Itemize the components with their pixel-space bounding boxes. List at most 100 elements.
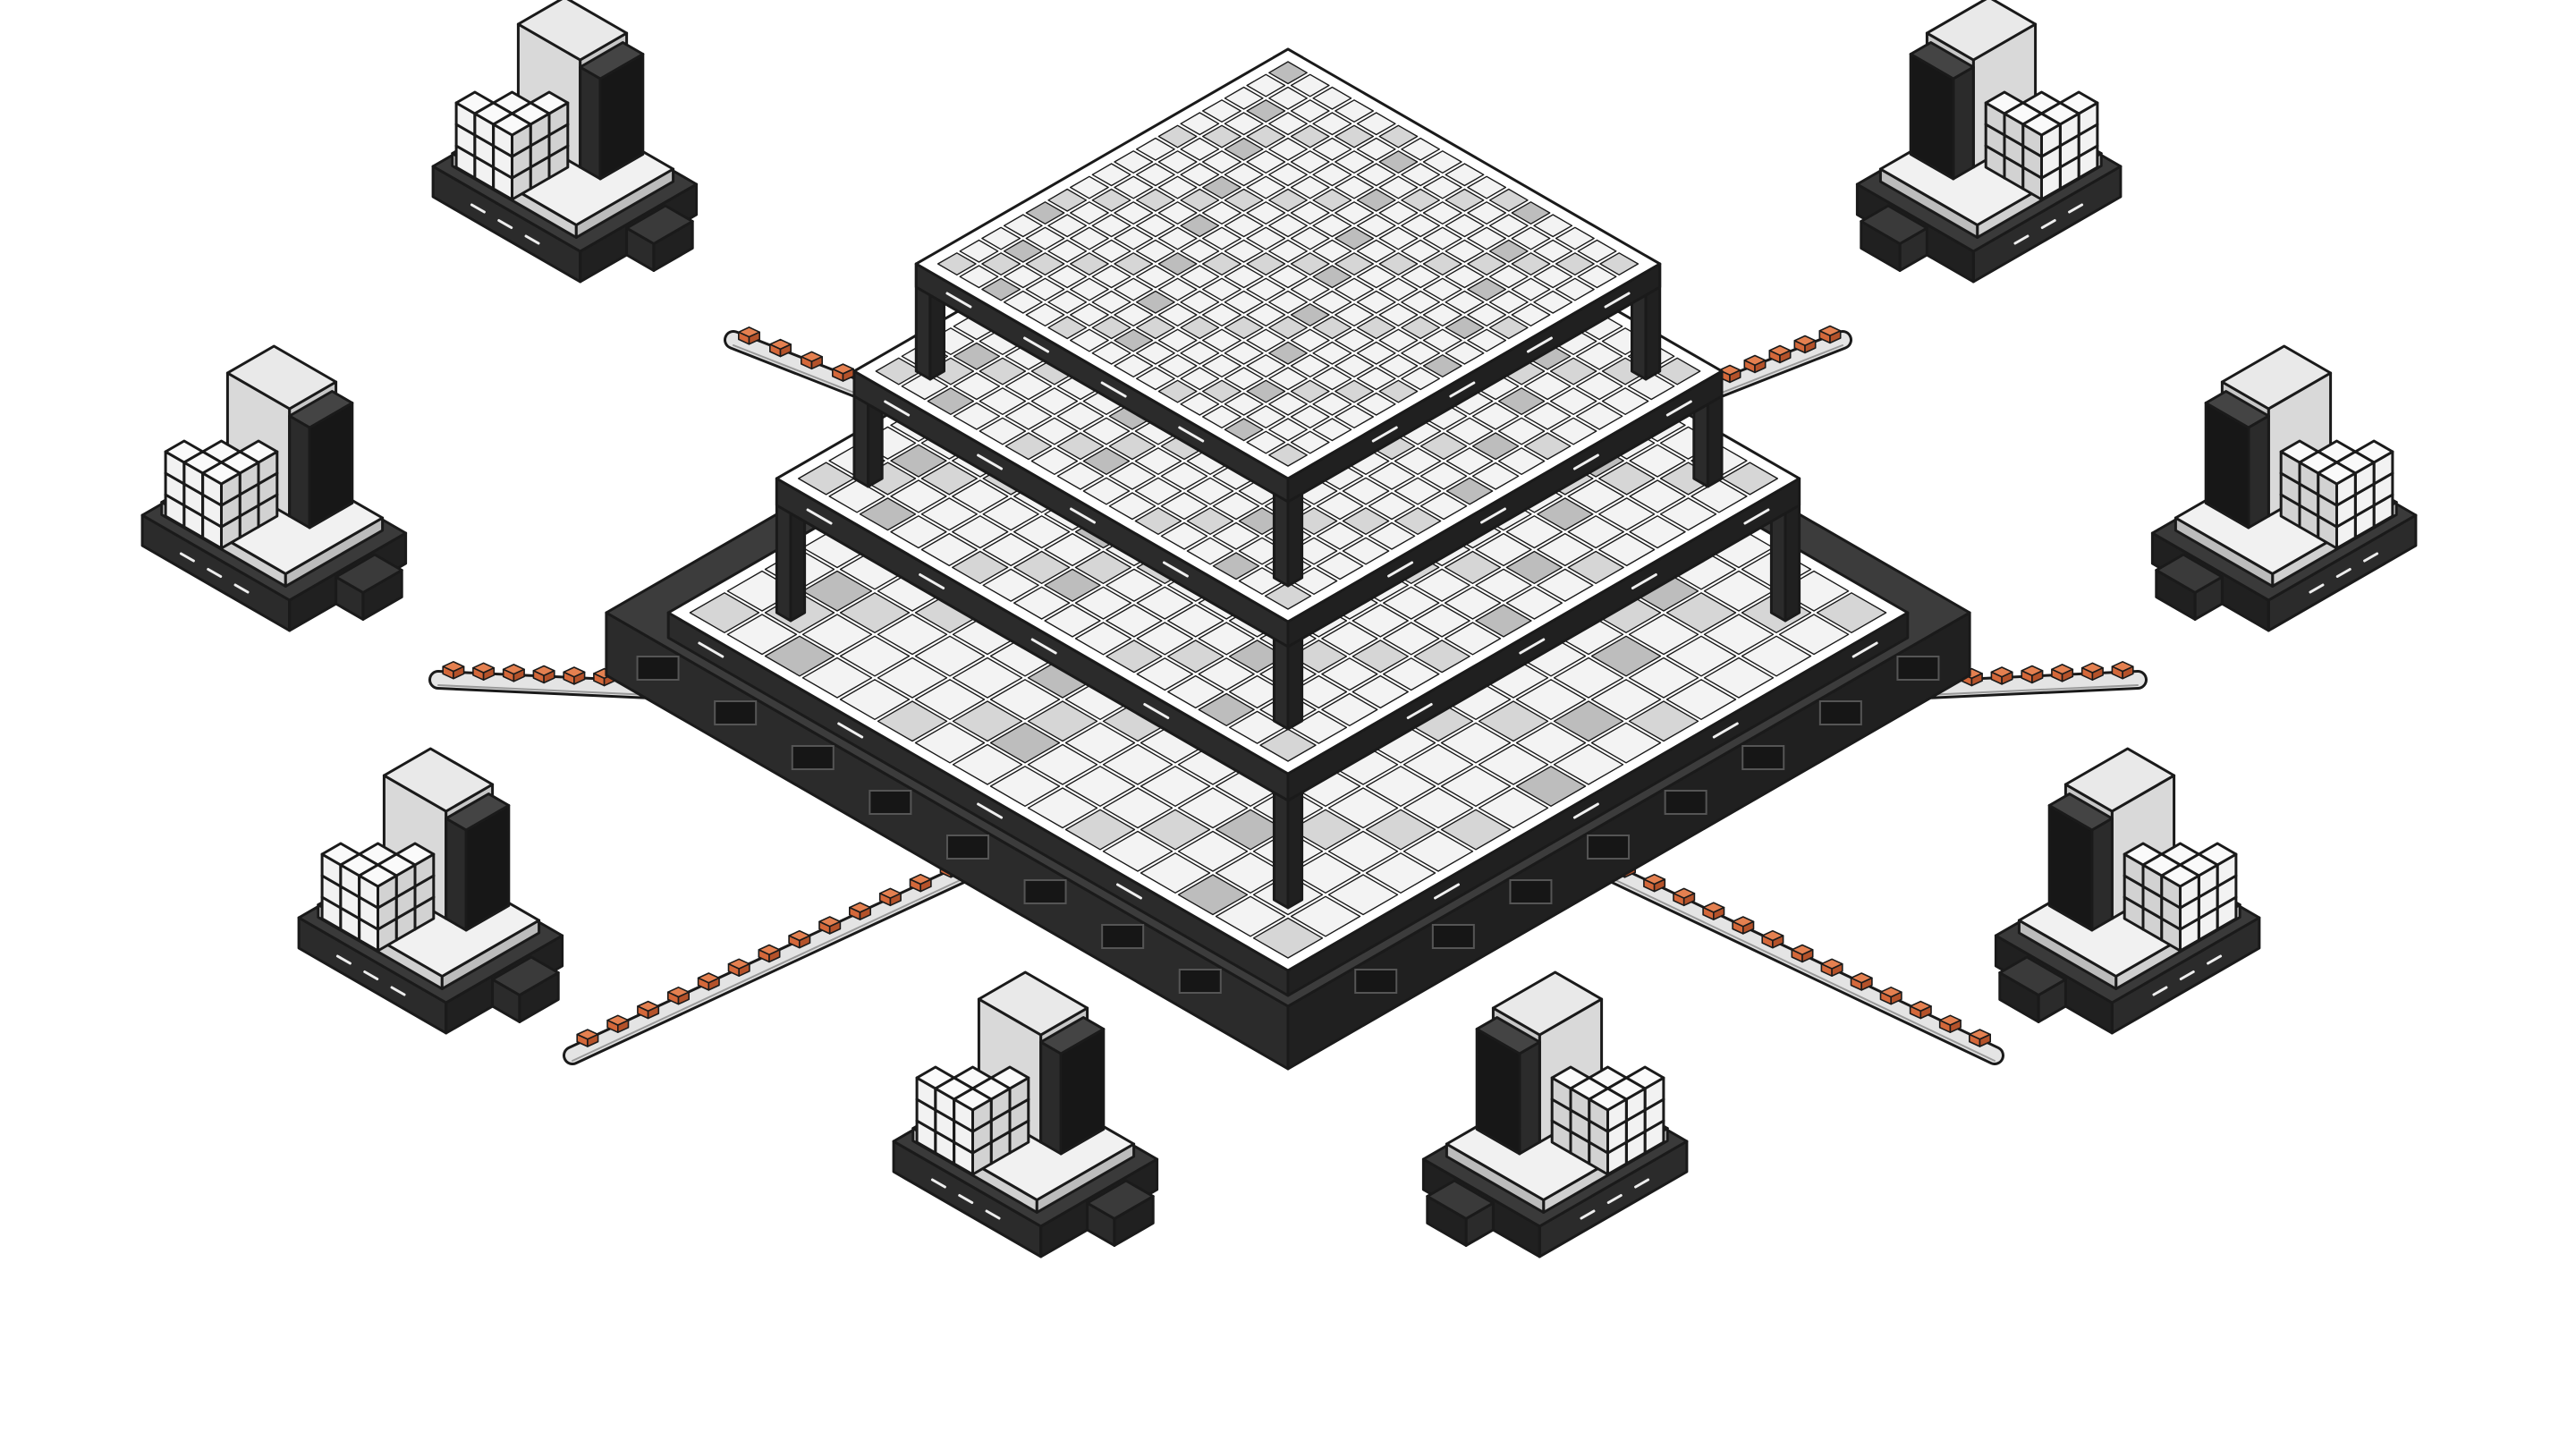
station-upper-right <box>1855 0 2123 284</box>
grid-tile <box>1212 521 1260 550</box>
grid-tile <box>1268 367 1308 391</box>
vent-slit <box>945 292 972 309</box>
station-cabinet-door <box>445 792 511 932</box>
grid-tile <box>920 497 979 531</box>
grid-tile <box>1044 532 1101 567</box>
grid-tile <box>1201 303 1241 326</box>
base-module-slot <box>1101 924 1145 949</box>
grid-tile <box>1356 188 1396 212</box>
data-packet-right <box>748 331 761 345</box>
grid-tile <box>1224 392 1264 416</box>
grid-tile <box>1365 766 1436 807</box>
box-top-face <box>358 863 398 888</box>
grid-tile <box>1268 290 1308 314</box>
vent-slit <box>884 400 911 417</box>
grid-tile <box>1157 354 1198 377</box>
grid-tile <box>1497 387 1546 415</box>
grid-tile <box>1246 124 1286 148</box>
grid-tile <box>1004 432 1053 461</box>
grid-tile <box>1290 124 1330 148</box>
grid-tile <box>839 635 911 677</box>
grid-tile <box>1224 418 1264 442</box>
station-crate-stack <box>454 90 570 201</box>
grid-tile <box>953 402 1001 430</box>
grid-tile <box>952 479 1009 513</box>
grid-tile <box>1201 328 1241 352</box>
grid-tile <box>1246 150 1286 174</box>
base-module-slot <box>636 656 680 681</box>
data-packet-right <box>616 1019 630 1033</box>
grid-tile <box>1665 635 1737 677</box>
grid-tile <box>1378 252 1419 275</box>
grid-tile <box>1703 570 1775 612</box>
grid-tile <box>1157 124 1198 148</box>
box-top-face <box>335 553 403 594</box>
grid-tile <box>1201 201 1241 225</box>
grid-tile <box>1419 462 1468 490</box>
grid-tile <box>1467 252 1507 275</box>
grid-tile <box>953 372 1001 401</box>
grid-tile <box>1703 657 1775 699</box>
grid-tile <box>1180 392 1220 416</box>
box-top-face <box>2204 390 2270 429</box>
grid-tile <box>726 614 798 656</box>
station-side-unit <box>2155 553 2224 621</box>
data-packet-right <box>828 920 842 935</box>
grid-tile <box>1114 303 1154 326</box>
grid-tile <box>1135 214 1175 238</box>
grid-tile <box>1091 163 1131 187</box>
grid-tile <box>828 479 886 513</box>
grid-tile <box>1511 303 1551 326</box>
grid-tile <box>1157 175 1198 199</box>
grid-tile <box>1246 354 1286 377</box>
station-crate-stack <box>164 439 279 550</box>
grid-tile <box>1422 328 1462 352</box>
grid-tile <box>1316 552 1364 580</box>
grid-tile <box>1064 722 1136 764</box>
grid-tile <box>1268 316 1308 340</box>
data-packet-right <box>2001 671 2013 685</box>
platform-tile-grid <box>936 61 1640 467</box>
grid-tile <box>952 657 1023 699</box>
grid-tile <box>1475 568 1532 602</box>
crate-cube <box>2160 863 2200 910</box>
grid-tile <box>1445 265 1485 289</box>
vent-mark <box>335 954 352 965</box>
grid-tile <box>1025 303 1065 326</box>
grid-tile <box>1201 354 1241 377</box>
grid-tile <box>1074 586 1132 620</box>
grid-tile <box>1290 226 1330 250</box>
grid-tile <box>1246 277 1286 301</box>
grid-tile <box>1628 657 1699 699</box>
grid-tile <box>1114 328 1154 352</box>
grid-tile <box>1537 568 1594 602</box>
box-top-face <box>1491 970 1604 1037</box>
grid-tile <box>1030 387 1079 415</box>
vent-mark <box>2013 234 2029 245</box>
data-packet-right <box>810 355 824 370</box>
grid-tile <box>1356 392 1396 416</box>
grid-tile <box>1467 303 1507 326</box>
grid-tile <box>1180 367 1220 391</box>
grid-tile <box>1505 586 1563 620</box>
grid-tile <box>1356 163 1396 187</box>
box-top-face <box>2063 747 2176 813</box>
grid-tile <box>1577 239 1617 263</box>
grid-tile <box>1440 809 1512 851</box>
grid-tile <box>981 277 1021 301</box>
grid-tile <box>1135 341 1175 365</box>
grid-tile <box>1246 328 1286 352</box>
vent-slit <box>1631 573 1657 589</box>
grid-tile <box>1180 163 1220 187</box>
grid-tile <box>1013 515 1071 549</box>
vent-mark <box>179 552 195 563</box>
grid-tile <box>1316 521 1364 550</box>
vent-slit <box>1143 703 1170 719</box>
grid-tile <box>1401 137 1441 161</box>
grid-tile <box>1352 674 1409 709</box>
grid-tile <box>1003 239 1043 263</box>
grid-tile <box>1444 550 1502 584</box>
grid-tile <box>1003 214 1043 238</box>
grid-tile <box>1445 214 1485 238</box>
grid-tile <box>981 226 1021 250</box>
